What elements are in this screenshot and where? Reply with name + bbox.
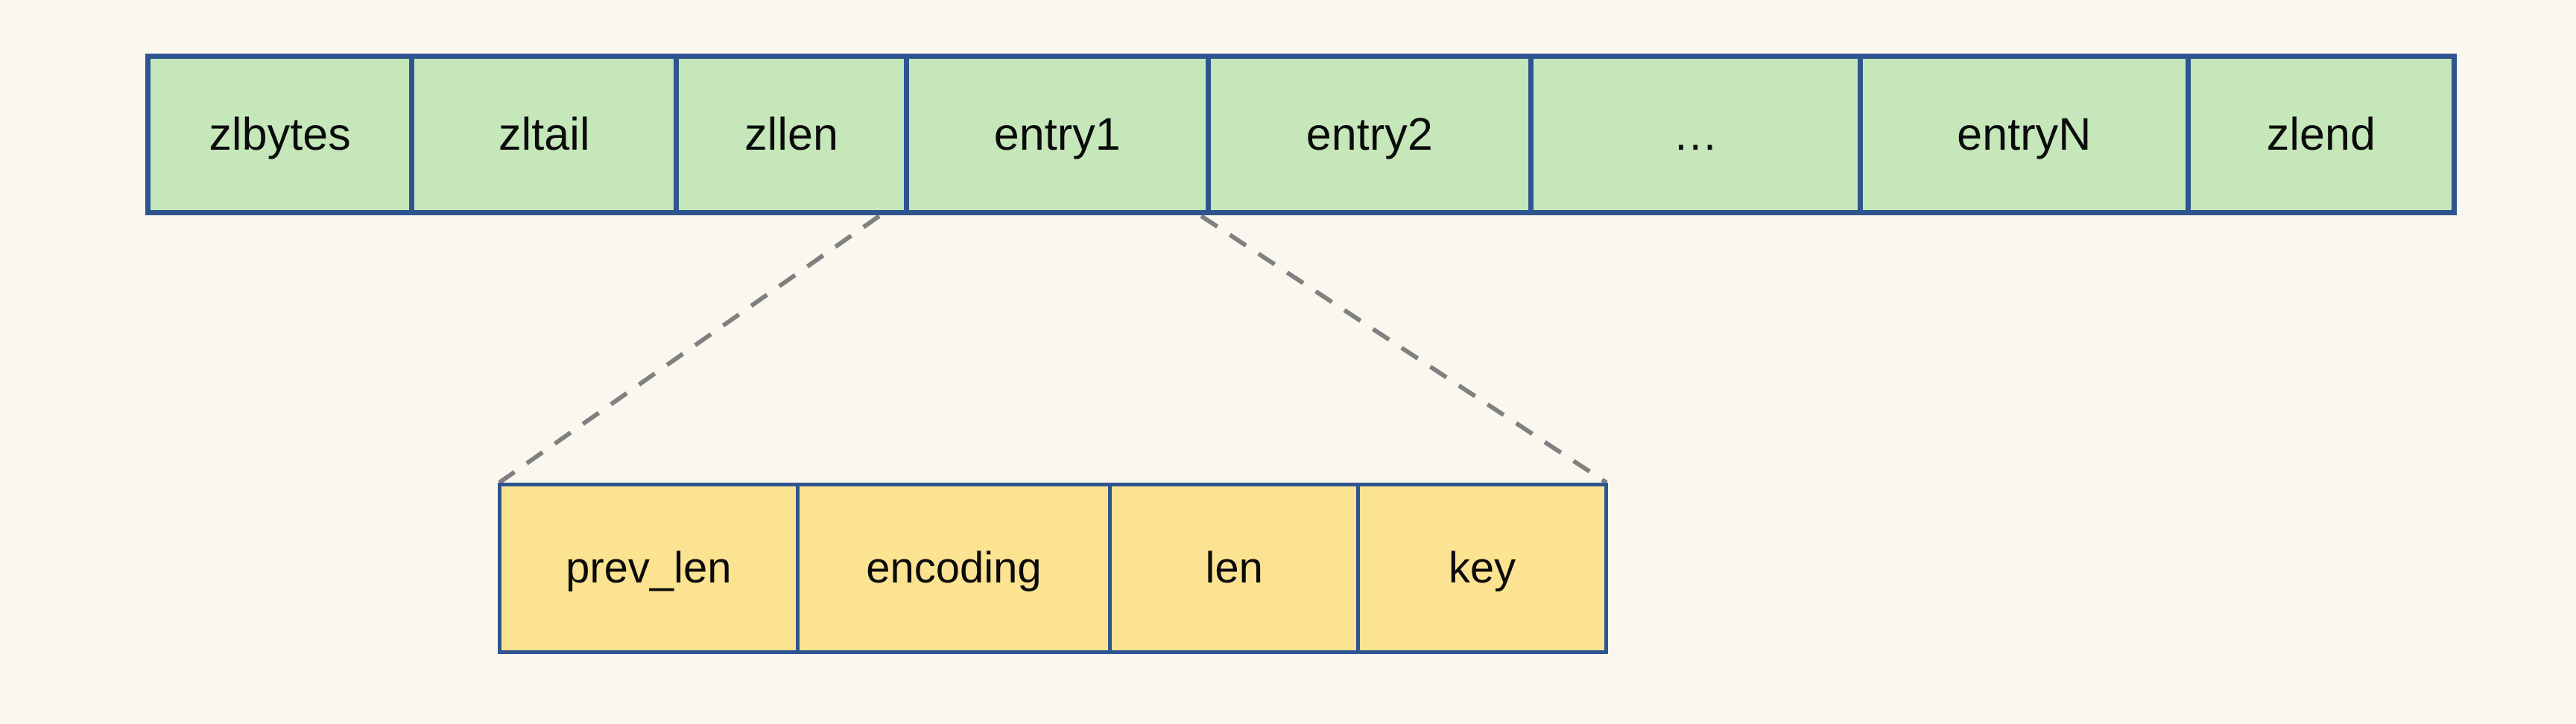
ziplist-cell-label: entry2 <box>1306 109 1433 159</box>
ziplist-cell: zltail <box>414 59 674 210</box>
ziplist-cell-label: zlend <box>2266 109 2376 159</box>
entry-detail-cell-label: encoding <box>866 544 1042 592</box>
ziplist-cell: entry1 <box>908 59 1206 210</box>
entry-detail-row: prev_len encoding len key <box>498 483 1608 654</box>
ziplist-cell: entryN <box>1862 59 2186 210</box>
left-connector <box>498 214 881 485</box>
connector-group <box>498 214 1608 485</box>
ziplist-cell: zllen <box>679 59 904 210</box>
entry-detail-cell: prev_len <box>501 486 796 650</box>
entry-detail-cell: len <box>1112 486 1357 650</box>
ziplist-cell: entry2 <box>1210 59 1528 210</box>
right-connector <box>1200 214 1608 485</box>
ziplist-cell: … <box>1533 59 1858 210</box>
ziplist-cell-label: zllen <box>744 109 839 159</box>
ziplist-cell-label: entry1 <box>993 109 1121 159</box>
ziplist-cell-label: entryN <box>1957 109 2092 159</box>
ziplist-row: zlbytes zltail zllen entry1 entry2 … entryN zle… <box>145 54 2457 215</box>
ziplist-cell-label: … <box>1672 109 1718 159</box>
entry-detail-cell-label: prev_len <box>566 544 732 592</box>
ziplist-cell: zlend <box>2190 59 2452 210</box>
ziplist-cell-label: zlbytes <box>209 109 351 159</box>
entry-detail-cell-label: len <box>1205 544 1263 592</box>
entry-detail-cell: encoding <box>799 486 1109 650</box>
ziplist-cell: zlbytes <box>151 59 410 210</box>
entry-detail-cell-label: key <box>1448 544 1516 592</box>
ziplist-cell-label: zltail <box>498 109 590 159</box>
entry-detail-cell: key <box>1360 486 1604 650</box>
